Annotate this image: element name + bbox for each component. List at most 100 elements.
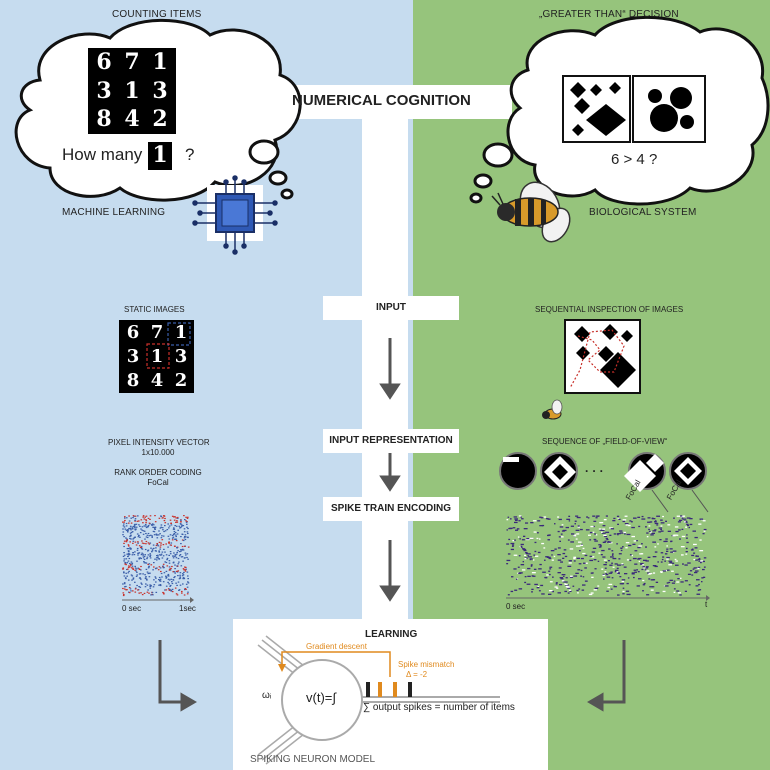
spike-mark bbox=[142, 522, 144, 524]
spike-mark bbox=[515, 519, 518, 521]
spike-mark bbox=[149, 553, 151, 555]
spike-mark bbox=[518, 515, 522, 517]
spike-mark bbox=[524, 554, 526, 556]
spike-mark bbox=[168, 527, 170, 529]
sequential-inspection-image bbox=[542, 319, 641, 420]
spike-mark bbox=[687, 573, 691, 575]
spike-mark bbox=[169, 534, 172, 536]
spike-mark bbox=[176, 546, 178, 549]
spike-mark bbox=[601, 549, 605, 552]
spike-mark bbox=[163, 520, 166, 522]
spike-mark bbox=[550, 550, 555, 552]
spike-mark bbox=[681, 515, 686, 517]
spike-mark bbox=[646, 536, 649, 538]
mnist-digit: 6 bbox=[96, 49, 112, 75]
spike-mark bbox=[177, 570, 180, 572]
spike-mark bbox=[178, 589, 180, 591]
spike-mark bbox=[123, 582, 126, 584]
spike-mark bbox=[523, 528, 528, 530]
spike-mark bbox=[182, 574, 185, 576]
spike-mark bbox=[661, 558, 664, 561]
spike-mark bbox=[185, 583, 188, 585]
spike-mark bbox=[649, 521, 653, 523]
spike-mark bbox=[574, 523, 576, 525]
spike-mark bbox=[175, 570, 178, 572]
spike-mark bbox=[158, 517, 161, 519]
spike-mark bbox=[136, 584, 138, 587]
spike-mark bbox=[157, 534, 160, 536]
spike-mark bbox=[141, 529, 143, 531]
spike-mark bbox=[159, 554, 161, 556]
spike-mark bbox=[167, 535, 170, 537]
spike-mark bbox=[552, 576, 554, 578]
spike-mark bbox=[155, 544, 158, 547]
spike-mark bbox=[125, 585, 127, 588]
spike-mark bbox=[531, 591, 533, 593]
spike-mark bbox=[544, 559, 546, 561]
spike-mark bbox=[678, 519, 683, 521]
spike-mark bbox=[609, 534, 612, 536]
spike-mark bbox=[180, 521, 182, 523]
spike-mark bbox=[174, 587, 177, 589]
spike-mark bbox=[147, 549, 150, 551]
spike-mark bbox=[145, 540, 148, 543]
spike-mark bbox=[666, 548, 669, 550]
spike-mark bbox=[172, 562, 175, 564]
right-time-axis: t bbox=[705, 600, 708, 609]
spike-mark bbox=[173, 545, 176, 547]
spike-mark bbox=[158, 558, 161, 560]
chip-icon bbox=[192, 175, 278, 255]
spike-mark bbox=[149, 585, 151, 588]
spike-mark bbox=[694, 571, 698, 574]
spike-mark bbox=[174, 576, 176, 578]
spike-mark bbox=[654, 565, 658, 568]
spike-mark bbox=[185, 536, 187, 538]
spike-mark bbox=[564, 590, 567, 593]
spike-mark bbox=[147, 567, 150, 569]
spike-mark bbox=[697, 589, 700, 591]
spike-mark bbox=[666, 556, 670, 559]
spike-mark bbox=[622, 520, 626, 523]
spike-mark bbox=[176, 584, 178, 586]
spike-mark bbox=[699, 539, 702, 541]
spike-mark bbox=[593, 520, 597, 522]
spike-mark bbox=[126, 568, 128, 571]
spike-mark bbox=[182, 573, 184, 575]
spike-mark bbox=[624, 515, 628, 517]
spike-mark bbox=[125, 578, 127, 580]
spike-mark bbox=[184, 538, 187, 541]
spike-mark bbox=[611, 550, 614, 552]
spike-mark bbox=[123, 542, 125, 544]
spike-mark bbox=[566, 586, 570, 588]
spike-mark bbox=[128, 587, 131, 589]
spike-mark bbox=[161, 527, 164, 529]
spike-mark bbox=[173, 528, 176, 530]
spike-mark bbox=[139, 525, 141, 527]
spike-mark bbox=[605, 515, 608, 517]
spike-mark bbox=[176, 516, 179, 519]
spike-mark bbox=[605, 531, 610, 533]
spike-mark bbox=[641, 515, 644, 518]
mnist-digit: 1 bbox=[152, 49, 168, 75]
spike-mark bbox=[183, 578, 186, 580]
spike-mark bbox=[125, 558, 128, 560]
spike-mark bbox=[559, 536, 564, 538]
spike-mark bbox=[173, 533, 176, 535]
spike-mark bbox=[165, 561, 168, 564]
spike-mark bbox=[608, 542, 613, 544]
spike-mark bbox=[171, 534, 174, 536]
spike-mark bbox=[156, 537, 159, 539]
spike-mark bbox=[618, 558, 621, 560]
spike-mark bbox=[151, 551, 153, 553]
learning-panel bbox=[233, 619, 548, 770]
spike-mark bbox=[143, 530, 146, 532]
spike-mark bbox=[128, 522, 130, 524]
spike-mark bbox=[135, 523, 138, 525]
spike-mark bbox=[574, 534, 577, 536]
spike-mark bbox=[675, 573, 679, 575]
spike-mark bbox=[600, 554, 603, 556]
spike-mark bbox=[645, 560, 649, 562]
spike-mark bbox=[150, 584, 152, 586]
spike-mark bbox=[645, 570, 650, 572]
spike-mark bbox=[634, 550, 638, 552]
